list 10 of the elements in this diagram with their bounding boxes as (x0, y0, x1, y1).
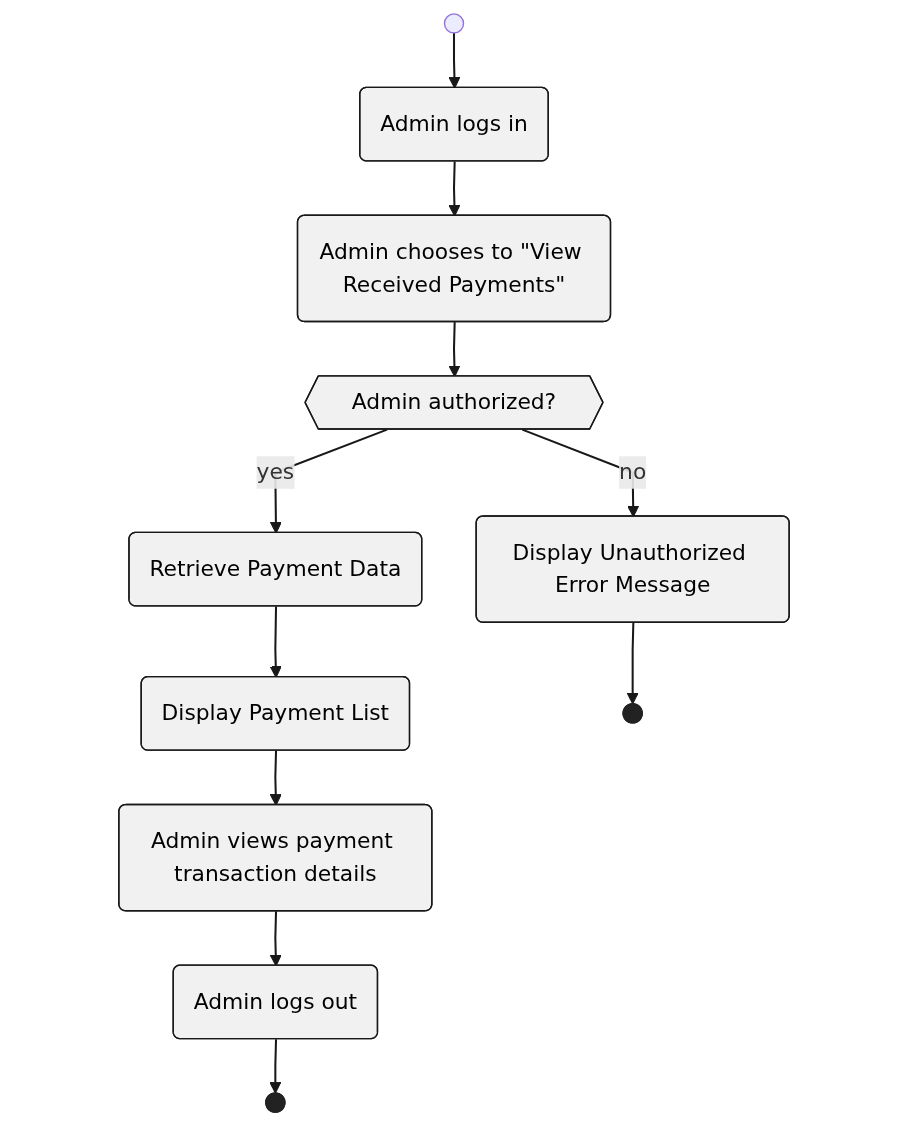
node-circle (443, 13, 464, 34)
arrow (269, 911, 282, 967)
arrow (447, 32, 460, 89)
arrow (626, 622, 639, 705)
arrow (447, 161, 460, 217)
arrow (268, 1039, 281, 1094)
edge-label: yes (256, 458, 294, 485)
arrow (269, 606, 282, 678)
edge-label: no (618, 458, 646, 485)
arrow (269, 750, 282, 806)
